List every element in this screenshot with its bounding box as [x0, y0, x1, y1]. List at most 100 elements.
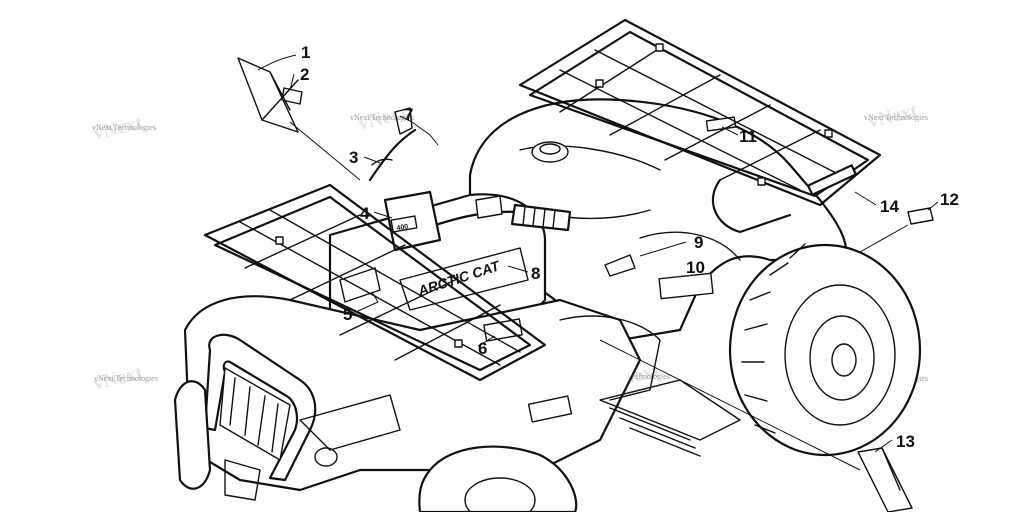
fender-crease: [639, 231, 741, 261]
decal-13-line: [881, 447, 901, 491]
leader-14: [854, 191, 877, 206]
rear-tread: [741, 243, 806, 434]
watermark-text: vNext Technologies: [864, 113, 928, 122]
fuel-cap: [531, 141, 569, 163]
front-wheels: [173, 380, 578, 512]
rack-bolt: [655, 43, 664, 52]
watermark-text: vNext Technologies: [92, 123, 156, 132]
callout-3: 3: [349, 148, 358, 167]
leader-12-body: [859, 224, 909, 253]
front-rack-frame: [203, 183, 547, 382]
leader-1-2: [289, 121, 361, 181]
decal-14-shape: [807, 164, 857, 196]
callout-2: 2: [300, 65, 309, 84]
grille: [219, 367, 291, 461]
rack-rail: [664, 104, 771, 161]
loose-decals: [237, 57, 934, 512]
front-left-tire: [173, 380, 212, 490]
callout-11: 11: [739, 127, 757, 146]
lever-3: [371, 158, 393, 166]
brand-decal-frame: [399, 247, 529, 311]
front-right-rim: [464, 477, 536, 512]
side-panel: [559, 315, 661, 401]
decal-1-x: [261, 71, 299, 121]
rack-rail: [719, 129, 821, 181]
rack-bolt: [595, 79, 604, 88]
front-rack-rail: [244, 214, 361, 269]
rear-rack-frame: [518, 18, 882, 207]
display-screen: [390, 215, 418, 233]
rear-rack-inner: [528, 30, 870, 198]
grip-ribs: [522, 206, 556, 229]
callout-13: 13: [896, 432, 915, 451]
headlight-housing: [299, 394, 401, 451]
leader-6: [477, 335, 496, 347]
rear-axle-cap: [831, 343, 857, 377]
grille-slats: [229, 377, 279, 453]
fuel-cap-top: [539, 143, 561, 155]
rack-rail: [559, 47, 661, 113]
callout-labels: 1 2 3 4 5 6 7 8 9 10 11 12 13 14: [300, 43, 959, 451]
handlebar-left: [368, 128, 417, 182]
decal-5-shape: [339, 267, 381, 303]
watermark-text: vNext Technologies: [94, 374, 158, 383]
leader-5: [357, 291, 379, 312]
rack-bolt: [824, 129, 833, 138]
callout-1: 1: [301, 43, 310, 62]
callout-7: 7: [404, 105, 413, 124]
bumper-hoop: [203, 333, 317, 482]
side-vent: [527, 395, 573, 423]
leader-9: [639, 241, 687, 257]
front-rack-inner: [213, 195, 532, 372]
leader-8: [507, 265, 529, 273]
winch: [224, 459, 261, 501]
decal-1-shape: [237, 57, 299, 133]
front-rack-bar: [269, 209, 521, 353]
brake-lever: [394, 107, 413, 135]
rack-bolt: [454, 339, 463, 348]
callout-6: 6: [478, 339, 487, 358]
leader-7: [399, 115, 439, 146]
footwell: [599, 379, 741, 441]
rack-side-loop: [711, 178, 792, 234]
master-cylinder: [475, 195, 503, 219]
rack-bolt: [275, 236, 284, 245]
rear-rim: [784, 284, 896, 426]
rack-bar: [559, 69, 801, 191]
watermark-text: vNext Technologies: [350, 113, 414, 122]
rear-tire: [728, 243, 922, 457]
front-rack-rail: [289, 244, 406, 301]
rear-wheel: [728, 243, 922, 457]
leader-13-body: [599, 339, 861, 471]
front-rack-rail: [339, 279, 456, 336]
rack-bolt: [757, 177, 766, 186]
leader-11: [721, 126, 739, 136]
callout-4: 4: [360, 204, 370, 223]
rear-hub: [809, 315, 875, 401]
decal-12-shape: [907, 207, 934, 225]
display-readout: 400: [396, 223, 409, 232]
decal-9-shape: [604, 254, 636, 277]
front-bumper: [203, 333, 401, 482]
rack-bar: [594, 49, 841, 176]
leader-lines: [257, 54, 939, 471]
rack-rail: [609, 74, 721, 136]
leader-2: [289, 73, 295, 91]
leader-13: [874, 439, 893, 453]
footrest-grip: [609, 407, 701, 457]
callout-8: 8: [531, 264, 540, 283]
rear-rack: [518, 18, 882, 234]
front-rack-rail: [394, 304, 501, 361]
front-rack: [203, 183, 547, 382]
decal-10-shape: [658, 272, 714, 300]
headlight: [314, 447, 338, 467]
callout-14: 14: [880, 197, 899, 216]
front-right-tire: [418, 445, 578, 512]
leader-1: [257, 54, 297, 71]
watermark-text: vNext Technologies: [606, 372, 670, 381]
decal-13-shape: [857, 447, 913, 512]
callout-5: 5: [343, 305, 352, 324]
callout-10: 10: [686, 258, 705, 277]
